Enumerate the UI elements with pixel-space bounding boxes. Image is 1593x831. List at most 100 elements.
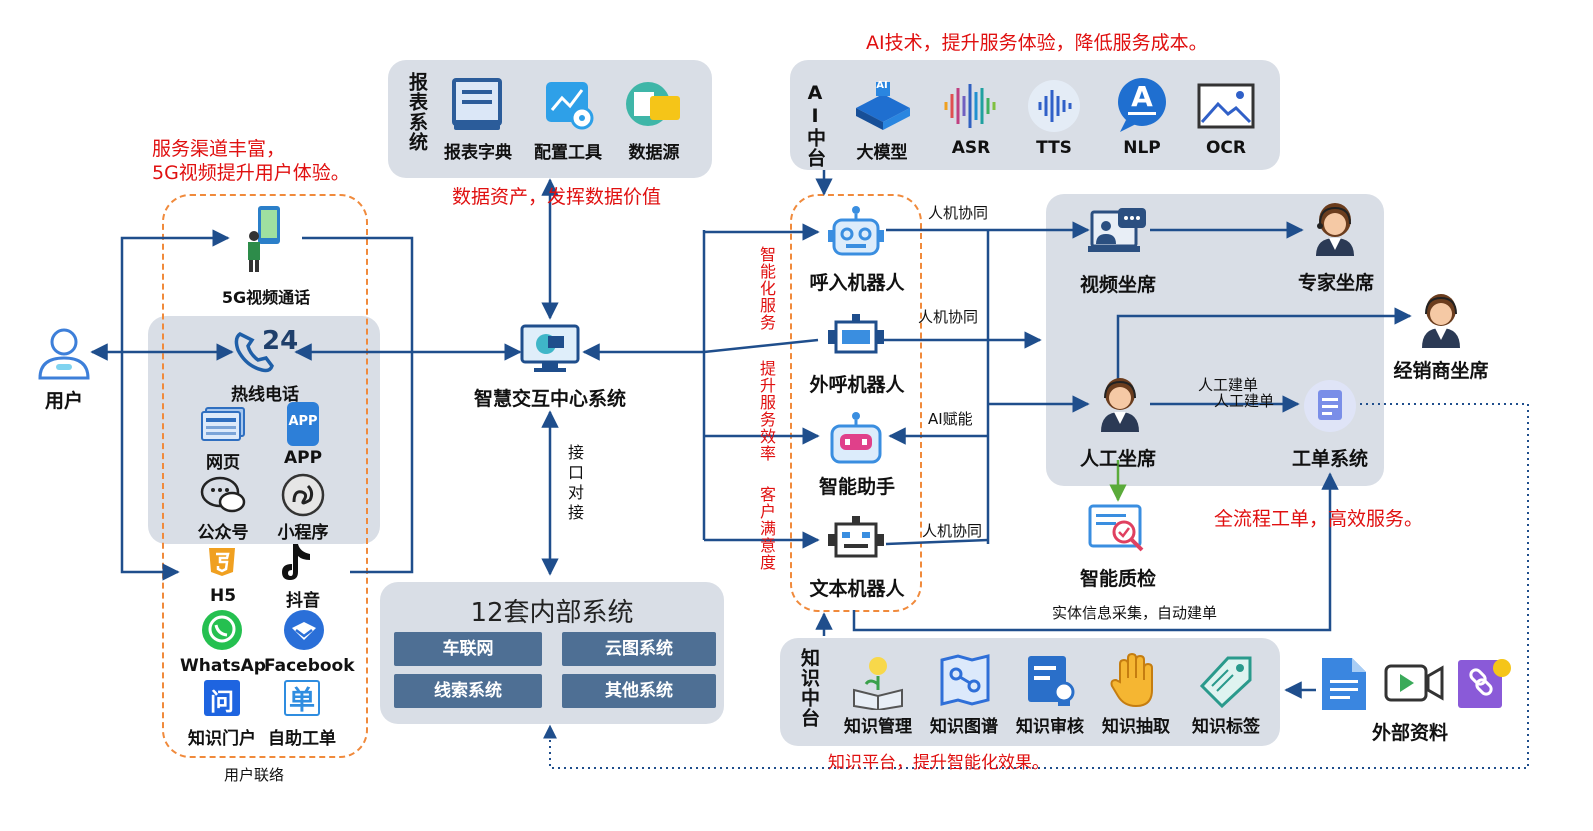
whatsapp-icon[interactable] xyxy=(200,608,244,652)
facebook-label: Facebook xyxy=(264,656,355,676)
ai-panel-title: AI中台 xyxy=(804,82,826,168)
report-item-config: 配置工具 xyxy=(534,143,602,163)
ai-empower-label: AI赋能 xyxy=(928,410,973,428)
h5-label: H5 xyxy=(209,586,237,606)
miniprogram-icon[interactable] xyxy=(280,472,326,518)
report-dictionary-icon[interactable] xyxy=(446,76,508,132)
smart-qa-label: 智能质检 xyxy=(1079,568,1156,590)
internal-block-other[interactable]: 其他系统 xyxy=(562,674,716,708)
ticket-system-icon[interactable] xyxy=(1300,378,1360,434)
config-tool-icon[interactable] xyxy=(542,78,596,132)
robot-note-intelligent: 智能化服务 xyxy=(757,246,776,331)
external-link-icon[interactable] xyxy=(1456,656,1512,712)
nlp-icon[interactable] xyxy=(1112,76,1172,134)
official-account-icon[interactable] xyxy=(200,474,246,516)
inbound-robot-icon[interactable] xyxy=(826,204,886,260)
ai-item-ocr: OCR xyxy=(1205,138,1247,158)
knowledge-portal-icon[interactable] xyxy=(204,680,240,716)
smart-qa-icon[interactable] xyxy=(1088,502,1150,556)
outbound-robot-icon[interactable] xyxy=(828,314,884,354)
human-agent-avatar[interactable] xyxy=(1096,376,1144,432)
llm-icon-badge: AI xyxy=(876,80,888,91)
asr-icon[interactable] xyxy=(940,80,1002,132)
robot-note-efficiency: 提升服务效率 xyxy=(757,360,776,462)
report-note: 数据资产，发挥数据价值 xyxy=(452,186,662,208)
llm-icon[interactable] xyxy=(852,80,914,132)
channel-dashed-frame xyxy=(162,194,368,758)
text-robot-label: 文本机器人 xyxy=(809,578,905,600)
douyin-label: 抖音 xyxy=(286,591,320,611)
whatsapp-label: WhatsAp xyxy=(180,656,266,676)
smart-assistant-icon[interactable] xyxy=(826,410,886,466)
dealer-agent-avatar[interactable] xyxy=(1416,292,1466,348)
tts-icon[interactable] xyxy=(1026,78,1082,134)
outbound-robot-label: 外呼机器人 xyxy=(809,374,905,396)
knowledge-item-graph: 知识图谱 xyxy=(930,717,998,737)
ai-item-nlp: NLP xyxy=(1123,138,1161,158)
external-video-icon[interactable] xyxy=(1384,662,1444,706)
knowledge-portal-label: 知识门户 xyxy=(188,729,256,749)
text-robot-icon[interactable] xyxy=(828,516,884,558)
knowledge-management-icon[interactable] xyxy=(850,654,906,712)
ai-item-tts: TTS xyxy=(1036,138,1072,158)
video-call-label: 5G视频通话 xyxy=(221,288,311,307)
ai-item-asr: ASR xyxy=(951,138,991,158)
app-icon-badge: APP xyxy=(288,414,318,429)
human-agent-label: 人工坐席 xyxy=(1079,448,1156,470)
h5-icon[interactable] xyxy=(206,546,238,578)
hotline-24-badge: 24 xyxy=(262,326,299,356)
internal-block-leads[interactable]: 线索系统 xyxy=(394,674,542,708)
facebook-icon[interactable] xyxy=(282,608,326,652)
self-service-ticket-icon-glyph: 单 xyxy=(288,686,315,716)
central-system-label: 智慧交互中心系统 xyxy=(473,388,626,410)
dealer-agent-label: 经销商坐席 xyxy=(1393,360,1489,382)
channel-note-line2: 5G视频提升用户体验。 xyxy=(152,162,350,184)
central-system-icon[interactable] xyxy=(518,322,582,376)
auto-collect-label: 实体信息采集，自动建单 xyxy=(1052,604,1218,622)
robot-note-satisfaction: 客户满意度 xyxy=(757,486,776,571)
collab-label-inbound: 人机协同 xyxy=(928,204,989,222)
knowledge-tag-icon[interactable] xyxy=(1198,656,1254,709)
create-ticket-label-2: 人工建单 xyxy=(1214,392,1275,410)
app-label: APP xyxy=(283,448,323,468)
report-item-dictionary: 报表字典 xyxy=(444,143,512,163)
video-agent-label: 视频坐席 xyxy=(1079,274,1156,296)
ticket-system-label: 工单系统 xyxy=(1291,448,1368,470)
user-contact-caption: 用户联络 xyxy=(224,766,285,784)
video-call-icon[interactable] xyxy=(244,204,284,274)
report-item-datasource: 数据源 xyxy=(628,143,680,163)
collab-label-outbound: 人机协同 xyxy=(918,308,979,326)
self-service-ticket-icon[interactable] xyxy=(284,680,320,716)
ocr-icon[interactable] xyxy=(1196,82,1256,130)
self-service-ticket-label: 自助工单 xyxy=(268,729,336,749)
smart-assistant-label: 智能助手 xyxy=(818,476,895,498)
internal-block-telematics[interactable]: 车联网 xyxy=(394,632,542,666)
data-source-icon[interactable] xyxy=(624,78,682,132)
knowledge-extract-icon[interactable] xyxy=(1110,652,1160,708)
douyin-icon[interactable] xyxy=(280,542,314,584)
knowledge-panel-title: 知识中台 xyxy=(798,648,820,728)
external-materials-label: 外部资料 xyxy=(1371,722,1448,744)
ai-note: AI技术，提升服务体验，降低服务成本。 xyxy=(866,32,1208,54)
web-icon[interactable] xyxy=(200,406,246,442)
web-label: 网页 xyxy=(206,453,240,473)
knowledge-review-icon[interactable] xyxy=(1024,654,1078,708)
ticket-note: 全流程工单，高效服务。 xyxy=(1214,508,1424,530)
expert-agent-avatar[interactable] xyxy=(1310,200,1360,258)
expert-agent-label: 专家坐席 xyxy=(1297,272,1374,294)
knowledge-portal-icon-glyph: 问 xyxy=(210,688,234,716)
internal-block-cloudmap[interactable]: 云图系统 xyxy=(562,632,716,666)
nlp-icon-badge: A xyxy=(1131,80,1153,113)
app-icon[interactable] xyxy=(283,402,323,446)
hotline-phone-icon[interactable] xyxy=(232,328,302,374)
ai-item-llm: 大模型 xyxy=(856,143,908,163)
hotline-label: 热线电话 xyxy=(231,385,299,405)
collab-label-text: 人机协同 xyxy=(922,522,983,540)
channel-note-line1: 服务渠道丰富， xyxy=(152,138,286,160)
video-agent-icon[interactable] xyxy=(1088,206,1150,256)
knowledge-graph-icon[interactable] xyxy=(938,654,992,706)
knowledge-item-tag: 知识标签 xyxy=(1192,717,1260,737)
external-doc-icon[interactable] xyxy=(1318,656,1370,712)
inbound-robot-label: 呼入机器人 xyxy=(809,272,905,294)
